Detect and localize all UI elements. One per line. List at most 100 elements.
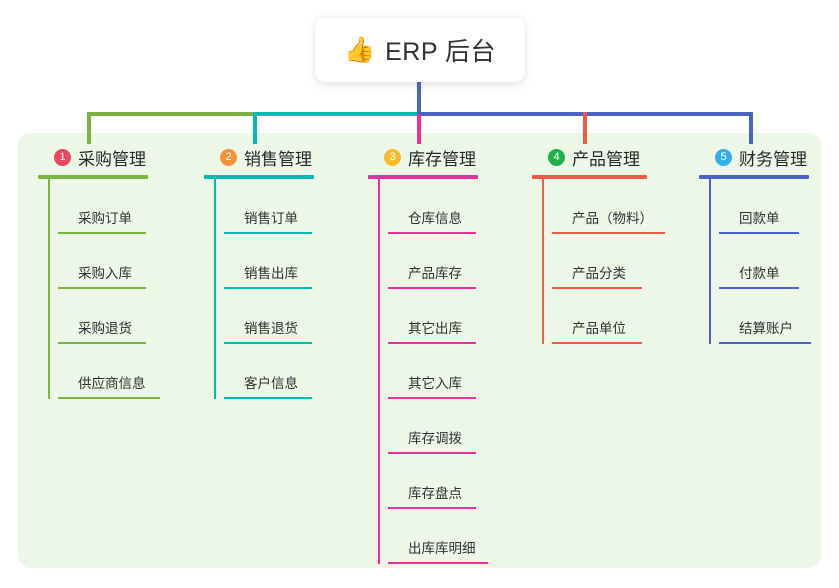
module-item-label: 采购退货 (78, 321, 132, 336)
module-header-4[interactable]: 4 产品管理 (532, 144, 665, 170)
module-item-underline (224, 232, 312, 234)
module-item[interactable]: 出库库明细 (378, 509, 488, 564)
bus-segment-1 (87, 112, 253, 116)
branch-stub-1 (87, 112, 91, 144)
module-item-underline (719, 232, 799, 234)
module-title: 财务管理 (739, 149, 807, 169)
module-item-underline (552, 342, 642, 344)
module-item[interactable]: 客户信息 (214, 344, 314, 399)
module-item-list: 销售订单销售出库销售退货客户信息 (204, 179, 314, 399)
module-title: 销售管理 (244, 149, 312, 169)
module-number-badge: 4 (548, 148, 565, 166)
module-item-underline (388, 452, 476, 454)
module-item[interactable]: 供应商信息 (48, 344, 160, 399)
module-spine-line (214, 179, 216, 399)
module-number-badge: 3 (384, 148, 401, 166)
module-item[interactable]: 付款单 (709, 234, 811, 289)
module-header-underline (38, 175, 148, 179)
module-title: 产品管理 (572, 149, 640, 169)
branch-stub-2 (253, 112, 257, 144)
module-header-3[interactable]: 3 库存管理 (368, 144, 488, 170)
module-item-label: 产品单位 (572, 321, 626, 336)
module-item-underline (224, 397, 312, 399)
module-item-label: 产品（物料） (572, 211, 653, 226)
module-item-label: 产品库存 (408, 266, 462, 281)
modules-panel (18, 133, 821, 568)
module-item-underline (224, 287, 312, 289)
module-item-label: 供应商信息 (78, 376, 146, 391)
module-item[interactable]: 仓库信息 (378, 179, 488, 234)
module-item-underline (388, 342, 476, 344)
module-header-underline (699, 175, 809, 179)
module-item-label: 库存盘点 (408, 486, 462, 501)
module-column-4: 4 产品管理产品（物料） 产品分类产品单位 (532, 144, 665, 344)
module-spine-line (542, 179, 544, 344)
module-item-underline (388, 562, 488, 564)
module-item-label: 其它出库 (408, 321, 462, 336)
module-spine-line (378, 179, 380, 564)
module-item-label: 出库库明细 (408, 541, 476, 556)
module-item-label: 仓库信息 (408, 211, 462, 226)
module-item-underline (388, 232, 476, 234)
module-item[interactable]: 其它入库 (378, 344, 488, 399)
branch-stub-5 (749, 112, 753, 144)
module-column-2: 2 销售管理销售订单销售出库销售退货客户信息 (204, 144, 314, 399)
module-item-label: 其它入库 (408, 376, 462, 391)
module-header-underline (368, 175, 478, 179)
root-trunk-line (417, 80, 421, 114)
module-item[interactable]: 销售出库 (214, 234, 314, 289)
module-item-underline (58, 342, 146, 344)
module-item-list: 产品（物料） 产品分类产品单位 (532, 179, 665, 344)
module-item-underline (58, 232, 146, 234)
module-item-label: 客户信息 (244, 376, 298, 391)
module-header-underline (204, 175, 314, 179)
module-item[interactable]: 回款单 (709, 179, 811, 234)
module-header-2[interactable]: 2 销售管理 (204, 144, 314, 170)
module-item-label: 采购入库 (78, 266, 132, 281)
module-column-3: 3 库存管理仓库信息产品库存其它出库其它入库库存调拨库存盘点出库库明细 (368, 144, 488, 564)
module-item[interactable]: 结算账户 (709, 289, 811, 344)
module-item-list: 仓库信息产品库存其它出库其它入库库存调拨库存盘点出库库明细 (368, 179, 488, 564)
module-item-label: 采购订单 (78, 211, 132, 226)
module-item-underline (58, 397, 160, 399)
module-item-label: 销售退货 (244, 321, 298, 336)
thumbs-up-icon: 👍 (343, 35, 376, 64)
module-item[interactable]: 采购订单 (48, 179, 160, 234)
module-title: 采购管理 (78, 149, 146, 169)
module-item[interactable]: 采购退货 (48, 289, 160, 344)
bus-segment-2 (253, 112, 417, 116)
module-item[interactable]: 销售订单 (214, 179, 314, 234)
module-item[interactable]: 销售退货 (214, 289, 314, 344)
module-item[interactable]: 采购入库 (48, 234, 160, 289)
module-item[interactable]: 其它出库 (378, 289, 488, 344)
module-item-underline (224, 342, 312, 344)
module-item-underline (58, 287, 146, 289)
module-item-list: 采购订单采购入库采购退货供应商信息 (38, 179, 160, 399)
module-item-label: 销售订单 (244, 211, 298, 226)
module-item-label: 付款单 (739, 266, 780, 281)
module-item[interactable]: 产品库存 (378, 234, 488, 289)
module-column-5: 5 财务管理回款单付款单结算账户 (699, 144, 811, 344)
branch-stub-3 (417, 112, 421, 144)
module-item-underline (552, 287, 642, 289)
module-title: 库存管理 (408, 149, 476, 169)
module-item[interactable]: 库存盘点 (378, 454, 488, 509)
module-header-5[interactable]: 5 财务管理 (699, 144, 811, 170)
module-spine-line (709, 179, 711, 344)
module-number-badge: 5 (715, 148, 732, 166)
root-title-card[interactable]: 👍 ERP 后台 (315, 18, 525, 82)
module-item[interactable]: 产品单位 (542, 289, 665, 344)
module-item-underline (388, 397, 476, 399)
module-item[interactable]: 产品分类 (542, 234, 665, 289)
module-spine-line (48, 179, 50, 399)
module-item-label: 回款单 (739, 211, 780, 226)
module-item[interactable]: 产品（物料） (542, 179, 665, 234)
module-number-badge: 2 (220, 148, 237, 166)
module-item-underline (388, 287, 476, 289)
module-item[interactable]: 库存调拨 (378, 399, 488, 454)
module-item-label: 库存调拨 (408, 431, 462, 446)
module-header-underline (532, 175, 647, 179)
